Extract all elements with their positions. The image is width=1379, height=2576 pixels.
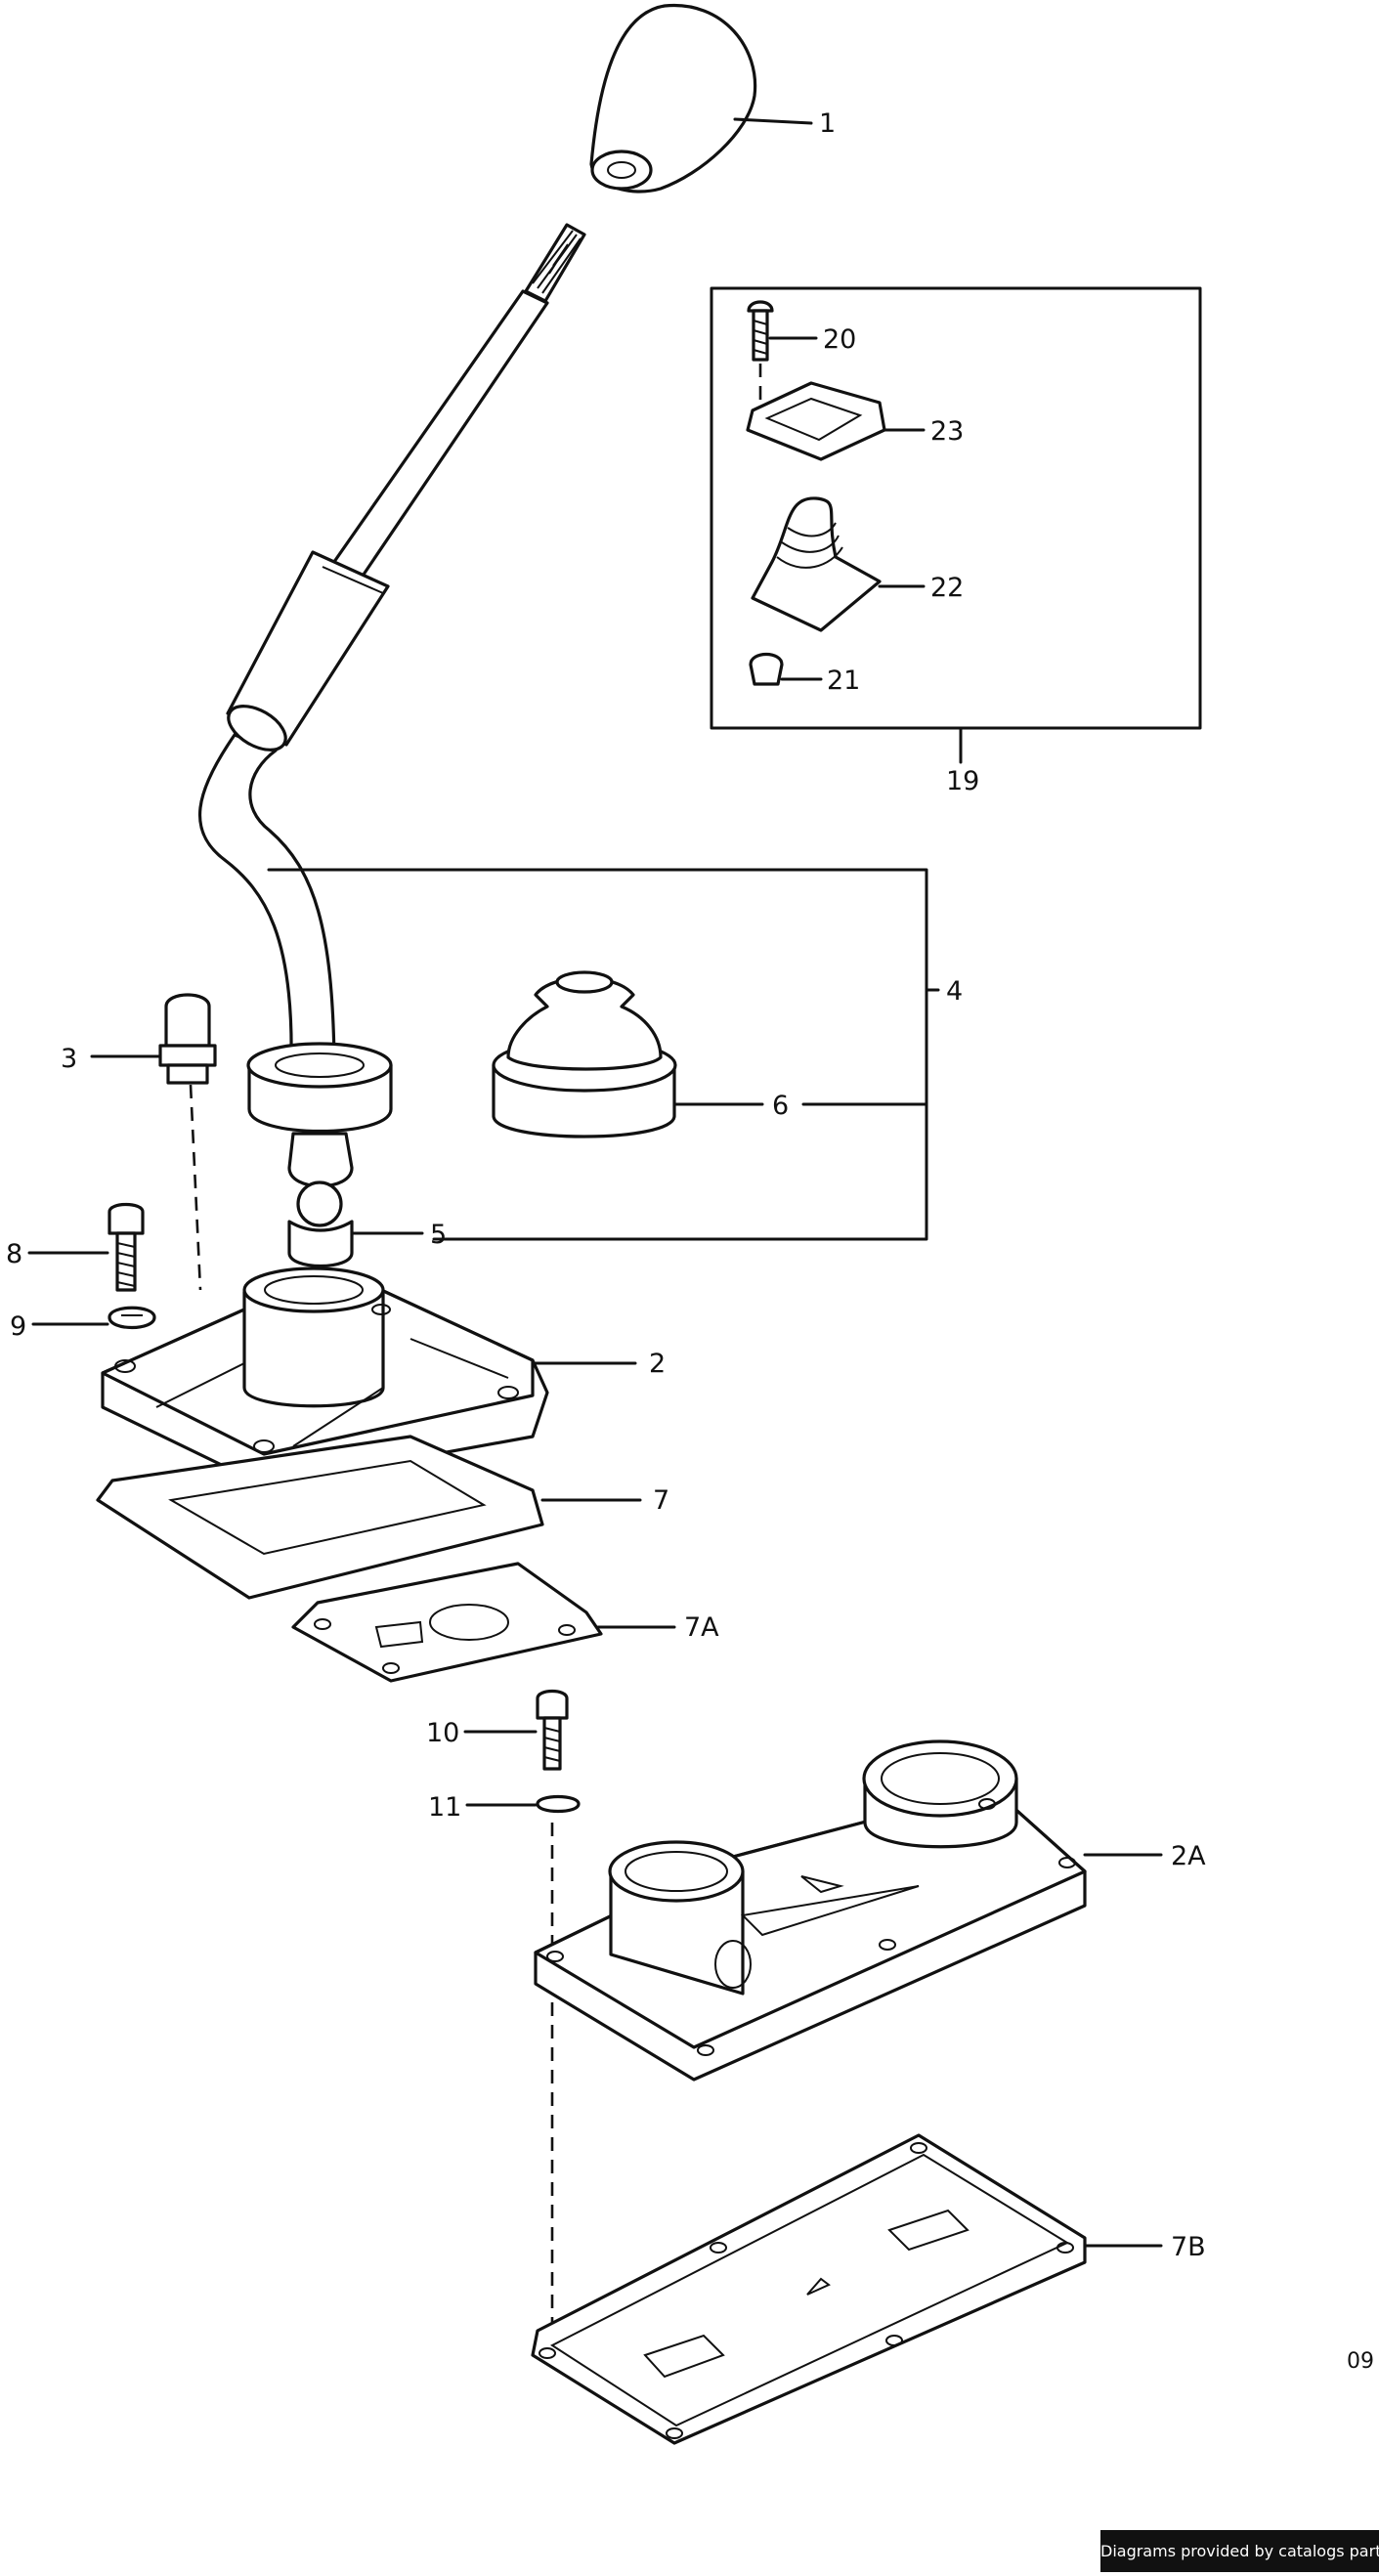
callout-20: 20: [823, 324, 856, 355]
callout-11: 11: [428, 1792, 461, 1823]
footer-credit: Diagrams provided by catalogs parts: [1100, 2530, 1379, 2572]
shift-gaiter[interactable]: [751, 496, 882, 632]
lock-washer-2[interactable]: [536, 1794, 581, 1814]
gasket[interactable]: [96, 1435, 544, 1600]
boot-frame[interactable]: [746, 381, 886, 461]
small-gasket[interactable]: [291, 1562, 603, 1683]
callout-7: 7: [653, 1485, 669, 1516]
callout-23: 23: [930, 416, 964, 447]
bolt[interactable]: [108, 1202, 145, 1292]
kit-frame: [710, 286, 1202, 730]
callout-10: 10: [426, 1718, 459, 1748]
lever-housing[interactable]: [101, 1267, 549, 1487]
lever-pivot[interactable]: [246, 1042, 393, 1268]
callout-7b: 7B: [1171, 2232, 1206, 2262]
lock-washer[interactable]: [108, 1306, 156, 1329]
callout-21: 21: [827, 665, 860, 696]
callout-2a: 2A: [1171, 1841, 1206, 1871]
callout-1: 1: [819, 108, 836, 139]
callout-7a: 7A: [684, 1612, 719, 1643]
shift-lever[interactable]: [198, 223, 586, 1062]
callout-5: 5: [430, 1220, 447, 1250]
callout-8: 8: [6, 1239, 22, 1269]
callout-3: 3: [61, 1044, 77, 1074]
callout-2: 2: [649, 1349, 666, 1379]
rubber-boot[interactable]: [492, 970, 677, 1138]
bolt-2[interactable]: [536, 1689, 569, 1771]
twin-gasket[interactable]: [531, 2133, 1087, 2445]
callout-6: 6: [772, 1091, 789, 1121]
twin-lever-housing[interactable]: [534, 1739, 1087, 2082]
callout-22: 22: [930, 573, 964, 603]
shift-knob[interactable]: [589, 3, 757, 193]
callout-9: 9: [10, 1311, 26, 1342]
screw[interactable]: [747, 300, 774, 362]
stud[interactable]: [158, 993, 217, 1085]
page-number: 09: [1347, 2349, 1374, 2374]
callout-4: 4: [946, 976, 963, 1007]
clip[interactable]: [749, 652, 784, 686]
callout-19: 19: [946, 766, 979, 796]
